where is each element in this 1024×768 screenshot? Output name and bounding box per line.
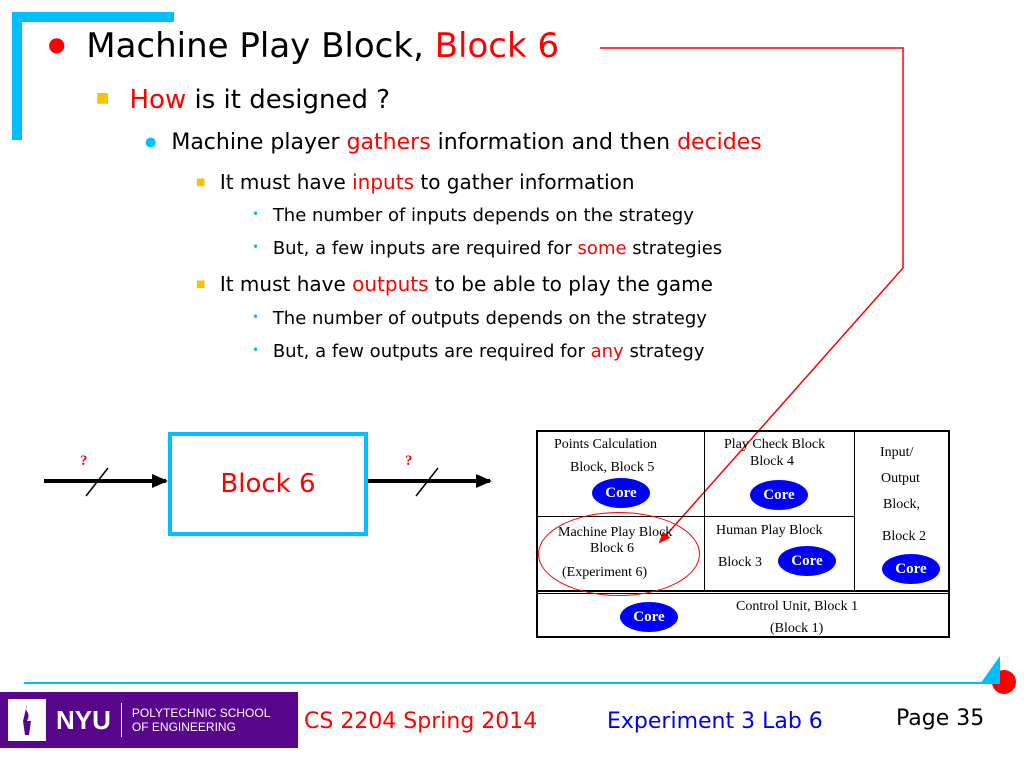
- nyu-name: NYU: [56, 704, 111, 735]
- play-check-label-1: Play Check Block: [724, 437, 826, 452]
- experiment-label: Experiment 3 Lab 6: [607, 709, 823, 734]
- core-control: Core: [620, 602, 678, 632]
- small-dot-bullet: •: [252, 343, 260, 357]
- gathers-hl: gathers: [346, 130, 431, 155]
- inputs-sub2-pre: But, a few inputs are required for: [272, 238, 572, 259]
- outputs-hl: outputs: [352, 272, 429, 296]
- course-label: CS 2204 Spring 2014: [304, 709, 538, 734]
- core-play-check: Core: [750, 480, 808, 510]
- square-bullet: ■: [96, 90, 110, 106]
- bullet-inputs-sub1: • The number of inputs depends on the st…: [252, 204, 694, 229]
- outputs-pre: It must have: [219, 272, 346, 296]
- square-bullet: ■: [196, 279, 206, 290]
- human-label-2: Block 3: [718, 555, 762, 570]
- small-dot-bullet: •: [252, 310, 260, 324]
- small-dot-bullet: •: [252, 240, 260, 254]
- block-diagram-arrows: [44, 467, 492, 497]
- inputs-pre: It must have: [219, 170, 346, 194]
- small-dot-bullet: •: [252, 207, 260, 221]
- corner-decoration: [12, 12, 22, 140]
- block-6-box: Block 6: [168, 432, 368, 536]
- footer-corner-decoration: [980, 656, 1016, 694]
- outputs-sub2-pre: But, a few outputs are required for: [272, 341, 585, 362]
- corner-decoration-top: [12, 12, 174, 22]
- bullet-gathers: ● Machine player gathers information and…: [145, 128, 762, 161]
- slide-title: ● Machine Play Block, Block 6: [48, 24, 559, 72]
- points-cell-label-1: Points Calculation: [554, 437, 658, 452]
- control-label-2: (Block 1): [770, 621, 824, 636]
- inputs-sub1-text: The number of inputs depends on the stra…: [272, 205, 694, 226]
- inputs-hl: inputs: [352, 170, 414, 194]
- how-highlight: How: [129, 85, 187, 115]
- outputs-sub2-post: strategy: [629, 341, 705, 362]
- dot-bullet: ●: [145, 135, 157, 150]
- io-label-1: Input/: [880, 445, 914, 460]
- bullet-how: ■ How is it designed ?: [96, 82, 390, 122]
- io-label-3: Block,: [883, 497, 920, 512]
- points-cell-label-2: Block, Block 5: [570, 460, 655, 475]
- bullet-outputs-sub1: • The number of outputs depends on the s…: [252, 307, 707, 332]
- core-io: Core: [882, 554, 940, 584]
- io-label-2: Output: [881, 471, 920, 486]
- footer-rule: [24, 682, 1010, 684]
- gathers-hl2: decides: [677, 130, 762, 155]
- school-line-1: POLYTECHNIC SCHOOL: [131, 706, 271, 720]
- title-bullet: ●: [48, 32, 66, 56]
- divider-double: [538, 590, 948, 594]
- page-number: Page 35: [896, 706, 985, 731]
- how-rest: is it designed ?: [194, 85, 391, 115]
- outputs-post: to be able to play the game: [434, 272, 713, 296]
- outputs-sub2-hl: any: [590, 341, 624, 362]
- torch-icon: [8, 699, 46, 741]
- play-check-label-2: Block 4: [750, 454, 794, 469]
- human-label-1: Human Play Block: [716, 523, 823, 538]
- bullet-inputs-sub2: • But, a few inputs are required for som…: [252, 237, 722, 262]
- title-prefix: Machine Play Block,: [86, 26, 424, 66]
- school-line-2: OF ENGINEERING: [131, 720, 236, 734]
- core-points: Core: [592, 478, 650, 508]
- grid-line: [854, 432, 855, 590]
- bullet-outputs-sub2: • But, a few outputs are required for an…: [252, 340, 705, 365]
- inputs-post: to gather information: [420, 170, 635, 194]
- control-label-1: Control Unit, Block 1: [736, 599, 859, 614]
- gathers-mid: information and then: [437, 130, 671, 155]
- school-name: POLYTECHNIC SCHOOL OF ENGINEERING: [132, 706, 270, 734]
- highlight-ellipse: [538, 512, 700, 596]
- io-label-4: Block 2: [882, 529, 926, 544]
- core-human: Core: [778, 546, 836, 576]
- bullet-inputs: ■ It must have inputs to gather informat…: [196, 168, 635, 201]
- output-label: ?: [405, 453, 413, 469]
- inputs-sub2-post: strategies: [632, 238, 723, 259]
- gathers-pre: Machine player: [171, 130, 340, 155]
- grid-line: [538, 516, 854, 517]
- logo-divider: [120, 703, 122, 737]
- grid-line: [704, 432, 705, 590]
- bullet-outputs: ■ It must have outputs to be able to pla…: [196, 270, 713, 303]
- title-highlight: Block 6: [434, 26, 560, 66]
- input-label: ?: [80, 453, 88, 469]
- block-6-label: Block 6: [220, 469, 316, 499]
- outputs-sub1-text: The number of outputs depends on the str…: [272, 308, 707, 329]
- square-bullet: ■: [196, 177, 206, 188]
- inputs-sub2-hl: some: [577, 238, 627, 259]
- nyu-logo: NYU POLYTECHNIC SCHOOL OF ENGINEERING: [0, 692, 298, 748]
